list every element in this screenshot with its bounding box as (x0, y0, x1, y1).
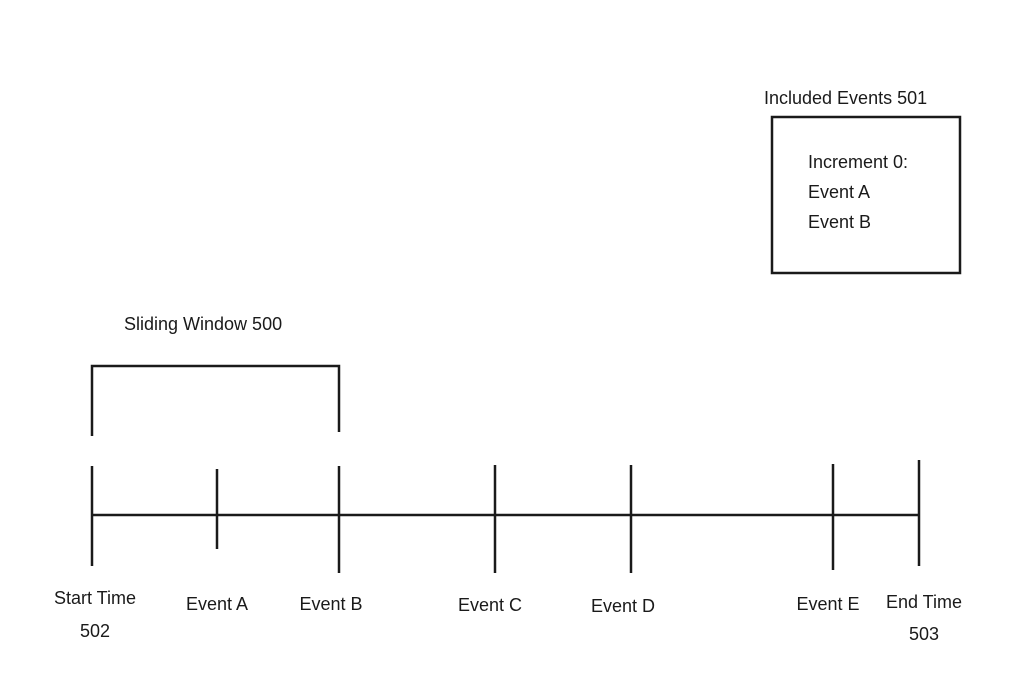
tick-end-time-label: End Time (886, 592, 962, 612)
tick-event-d-label: Event D (591, 596, 655, 616)
tick-event-c: Event C (458, 465, 522, 615)
sliding-window-bracket (90, 364, 341, 436)
tick-start-time-label: Start Time (54, 588, 136, 608)
included-events-line-event-a: Event A (808, 182, 870, 202)
tick-event-b-label: Event B (299, 594, 362, 614)
tick-event-e-label: Event E (796, 594, 859, 614)
tick-end-time-number: 503 (909, 624, 939, 644)
tick-event-c-label: Event C (458, 595, 522, 615)
tick-event-a-label: Event A (186, 594, 248, 614)
tick-start-time: Start Time 502 (54, 466, 136, 641)
included-events-line-event-b: Event B (808, 212, 871, 232)
tick-event-a: Event A (186, 469, 248, 614)
included-events-line-increment: Increment 0: (808, 152, 908, 172)
tick-event-e: Event E (796, 464, 860, 614)
sliding-window-label: Sliding Window 500 (124, 314, 282, 334)
tick-end-time: End Time 503 (886, 460, 962, 644)
tick-event-d: Event D (591, 465, 655, 616)
tick-event-b: Event B (299, 466, 363, 614)
included-events-title: Included Events 501 (764, 88, 927, 108)
tick-start-time-number: 502 (80, 621, 110, 641)
included-events-box (770, 115, 962, 275)
